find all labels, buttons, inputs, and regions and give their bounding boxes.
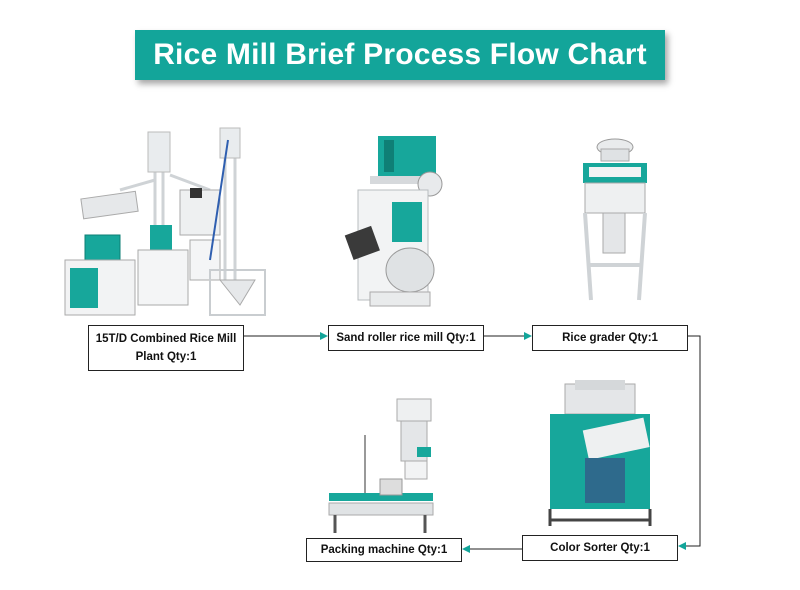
page-title: Rice Mill Brief Process Flow Chart [153, 38, 647, 71]
sand-roller-mill-image [344, 136, 443, 307]
color-sorter-image [548, 380, 652, 526]
step-label: Packing machine Qty:1 [320, 544, 448, 556]
step-box-combined-mill: 15T/D Combined Rice Mill Plant Qty:1 [88, 325, 244, 371]
step-label: 15T/D Combined Rice Mill Plant Qty:1 [95, 333, 237, 363]
step-label: Color Sorter Qty:1 [550, 542, 650, 554]
step-box-packing-machine: Packing machine Qty:1 [306, 538, 462, 562]
rice-grader-image [583, 138, 647, 301]
title-banner: Rice Mill Brief Process Flow Chart [135, 30, 665, 80]
step-label: Sand roller rice mill Qty:1 [336, 332, 476, 344]
packing-machine-image [328, 398, 434, 533]
step-box-rice-grader: Rice grader Qty:1 [532, 325, 688, 351]
step-label: Rice grader Qty:1 [562, 332, 658, 344]
arrow-grader-to-color-sorter [678, 335, 701, 550]
combined-rice-mill-image [64, 127, 266, 316]
step-box-color-sorter: Color Sorter Qty:1 [522, 535, 678, 561]
step-box-sand-roller: Sand roller rice mill Qty:1 [328, 325, 484, 351]
